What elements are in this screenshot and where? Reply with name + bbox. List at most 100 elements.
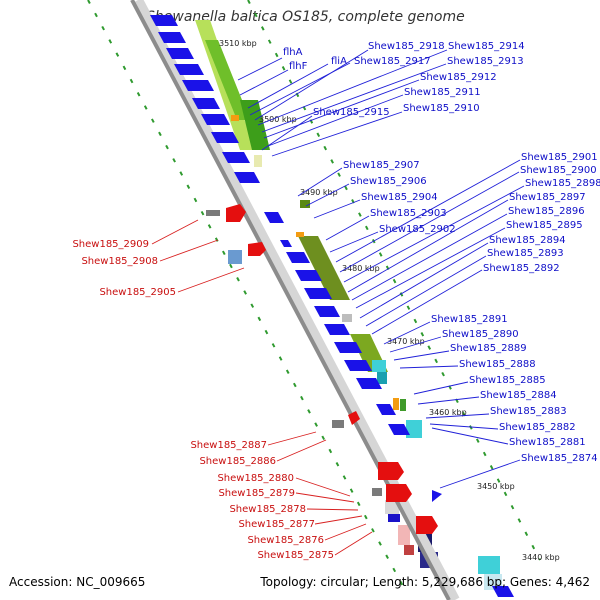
gene-label[interactable]: Shew185_2889 [450, 343, 527, 354]
forward-gene[interactable] [264, 212, 284, 223]
leader-line [151, 219, 199, 245]
forward-gene[interactable] [222, 152, 250, 163]
forward-gene[interactable] [174, 64, 204, 75]
gene-label[interactable]: Shew185_2911 [404, 87, 481, 98]
gene-label[interactable]: Shew185_2882 [499, 422, 576, 433]
forward-gene[interactable] [334, 342, 362, 353]
gene-label[interactable]: Shew185_2894 [489, 235, 566, 246]
forward-gene[interactable] [234, 172, 260, 183]
reverse-gene[interactable] [378, 462, 404, 480]
tick-label: 3460 kbp [429, 408, 467, 417]
reverse-gene[interactable] [248, 242, 266, 256]
gene-label[interactable]: Shew185_2883 [490, 406, 567, 417]
gene-label[interactable]: Shew185_2901 [521, 152, 598, 163]
leader-line [417, 396, 480, 405]
gene-label[interactable]: Shew185_2887 [190, 440, 267, 451]
gene-label[interactable]: Shew185_2874 [521, 453, 598, 464]
forward-gene[interactable] [280, 240, 292, 247]
gene-label[interactable]: Shew185_2905 [99, 287, 176, 298]
gene-label[interactable]: Shew185_2906 [350, 176, 427, 187]
gene-label[interactable]: Shew185_2914 [448, 41, 525, 52]
reverse-gene[interactable] [226, 204, 246, 222]
gene-label[interactable]: Shew185_2881 [509, 437, 586, 448]
forward-gene[interactable] [492, 586, 514, 597]
tick-label: 3490 kbp [300, 188, 338, 197]
gc-highlight-10 [398, 525, 410, 545]
gene-label[interactable]: flhF [289, 61, 308, 72]
forward-gene[interactable] [432, 490, 442, 502]
gene-label[interactable]: Shew185_2895 [506, 220, 583, 231]
forward-gene[interactable] [304, 288, 332, 299]
forward-gene[interactable] [324, 324, 350, 335]
gene-label[interactable]: Shew185_2880 [217, 473, 294, 484]
forward-gene[interactable] [356, 378, 382, 389]
gene-label[interactable]: Shew185_2875 [257, 550, 334, 561]
reverse-gene[interactable] [206, 210, 220, 216]
leader-line [335, 159, 521, 263]
gc-highlight-9 [406, 420, 422, 438]
gene-label[interactable]: Shew185_2886 [199, 456, 276, 467]
forward-gene[interactable] [166, 48, 194, 59]
tick-label: 3510 kbp [219, 39, 257, 48]
gene-label[interactable]: Shew185_2888 [459, 359, 536, 370]
reverse-gene-labels: Shew185_2909 Shew185_2908 Shew185_2905 S… [72, 239, 334, 561]
leader-line [389, 336, 442, 353]
gene-label[interactable]: Shew185_2910 [403, 103, 480, 114]
gene-label[interactable]: Shew185_2877 [238, 519, 315, 530]
gene-label[interactable]: Shew185_2904 [361, 192, 438, 203]
leader-line [295, 477, 351, 497]
leader-line [257, 49, 448, 126]
reverse-genes [206, 204, 438, 534]
gene-label[interactable]: Shew185_2915 [313, 107, 390, 118]
leader-line [263, 79, 420, 139]
gene-label[interactable]: Shew185_2879 [218, 488, 295, 499]
reverse-gene[interactable] [332, 420, 344, 428]
gene-label[interactable]: flhA [283, 47, 303, 58]
gene-label[interactable]: Shew185_2893 [487, 248, 564, 259]
forward-gene[interactable] [211, 132, 239, 143]
gene-label[interactable]: Shew185_2913 [447, 56, 524, 67]
gene-label[interactable]: fliA [331, 56, 347, 67]
gene-label[interactable]: Shew185_2890 [442, 329, 519, 340]
gene-label[interactable]: Shew185_2876 [247, 535, 324, 546]
leader-line [267, 431, 317, 446]
gene-label[interactable]: Shew185_2878 [229, 504, 306, 515]
leader-line [295, 492, 355, 503]
forward-gene[interactable] [182, 80, 214, 91]
forward-gene[interactable] [388, 424, 410, 435]
reverse-gene[interactable] [348, 411, 360, 425]
forward-gene[interactable] [344, 360, 372, 371]
forward-gene[interactable] [201, 114, 230, 125]
gene-label[interactable]: Shew185_2917 [354, 56, 431, 67]
gene-label[interactable]: Shew185_2885 [469, 375, 546, 386]
gene-label[interactable]: Shew185_2903 [370, 208, 447, 219]
forward-gene[interactable] [295, 270, 322, 281]
gene-label[interactable]: Shew185_2912 [420, 72, 497, 83]
gene-label[interactable]: Shew185_2891 [431, 314, 508, 325]
forward-gene[interactable] [314, 306, 340, 317]
gene-label[interactable]: Shew185_2909 [72, 239, 149, 250]
leader-line [177, 267, 245, 293]
forward-gene[interactable] [150, 15, 178, 26]
gene-label[interactable]: Shew185_2896 [508, 206, 585, 217]
gene-label[interactable]: Shew185_2900 [520, 165, 597, 176]
gene-label[interactable]: Shew185_2907 [343, 160, 420, 171]
forward-gene[interactable] [376, 404, 396, 415]
accession-label: Accession: NC_009665 [9, 575, 146, 589]
gene-label[interactable]: Shew185_2918 [368, 41, 445, 52]
forward-gene[interactable] [192, 98, 220, 109]
gene-label[interactable]: Shew185_2892 [483, 263, 560, 274]
gene-label[interactable]: Shew185_2897 [509, 192, 586, 203]
tick-label: 3500 kbp [259, 115, 297, 124]
forward-gene[interactable] [158, 32, 186, 43]
forward-genes [150, 15, 514, 597]
gene-label[interactable]: Shew185_2884 [480, 390, 557, 401]
gene-label[interactable]: Shew185_2908 [81, 256, 158, 267]
reverse-gene[interactable] [372, 488, 382, 496]
forward-gene[interactable] [286, 252, 310, 263]
gene-label[interactable]: Shew185_2902 [379, 224, 456, 235]
gene-label[interactable]: Shew185_2898 [525, 178, 600, 189]
reverse-gene[interactable] [416, 516, 438, 534]
leader-line [314, 515, 363, 525]
reverse-gene[interactable] [386, 484, 412, 502]
